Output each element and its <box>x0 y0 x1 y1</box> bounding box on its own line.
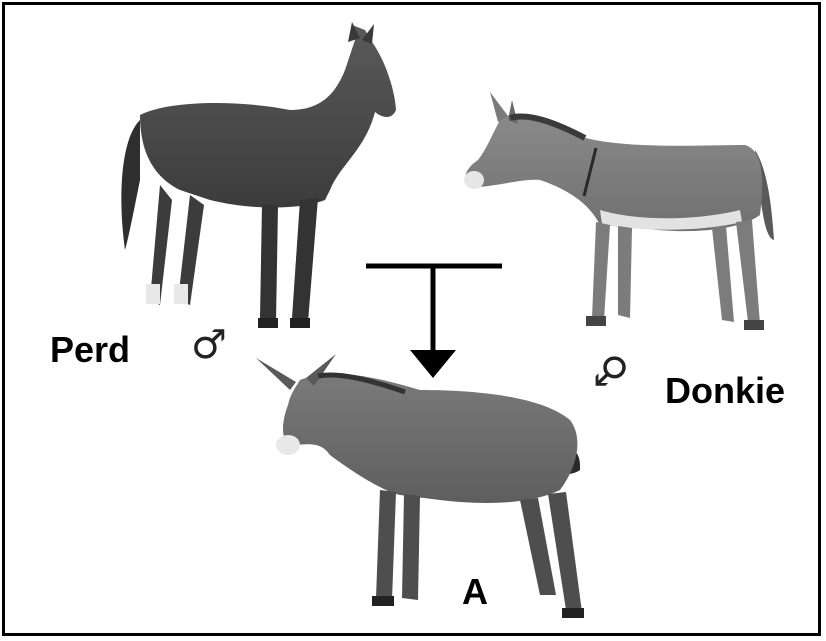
horse-image <box>121 22 396 328</box>
label-perd: Perd <box>50 329 131 370</box>
label-donkie: Donkie <box>665 370 786 411</box>
label-offspring: A <box>462 571 488 612</box>
male-symbol-left: ♂ <box>191 322 227 368</box>
female-symbol-right: ♂ <box>593 347 629 393</box>
donkey-image <box>464 92 774 330</box>
mule-image <box>256 354 584 618</box>
arrow-head <box>410 350 456 378</box>
cross-arrow <box>366 263 502 378</box>
